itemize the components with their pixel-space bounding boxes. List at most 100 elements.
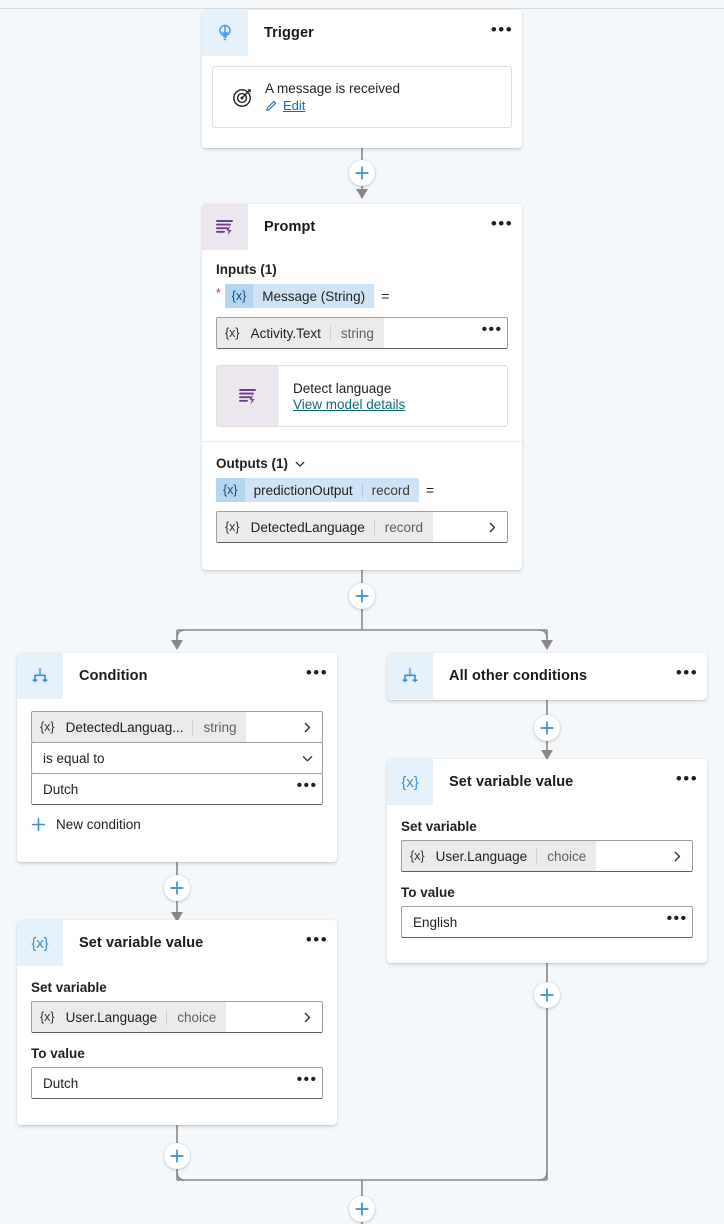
- prompt-output-equals: =: [425, 482, 435, 498]
- variable-braces-icon: {x}: [387, 759, 433, 805]
- add-step-after-all-other-conditions[interactable]: [534, 715, 560, 741]
- prompt-output-pill: {x} predictionOutput record: [216, 478, 419, 502]
- condition-branch-icon: [17, 653, 63, 699]
- set-variable-left-menu-button[interactable]: •••: [305, 930, 329, 949]
- plus-icon: [170, 1149, 184, 1163]
- chevron-right-icon[interactable]: [477, 512, 507, 542]
- variable-braces-icon: {x}: [225, 326, 240, 340]
- add-step-after-prompt[interactable]: [349, 583, 375, 609]
- set-variable-left-header: {x} Set variable value •••: [17, 920, 337, 966]
- set-variable-right-menu-button[interactable]: •••: [675, 769, 699, 788]
- set-variable-right-variable-type: choice: [536, 848, 596, 864]
- add-step-after-set-variable-left[interactable]: [164, 1143, 190, 1169]
- prompt-outputs-label-row[interactable]: Outputs (1): [216, 456, 508, 471]
- node-all-other-conditions[interactable]: All other conditions •••: [387, 653, 707, 700]
- node-trigger[interactable]: Trigger ••• A message is received: [202, 10, 522, 148]
- node-set-variable-left[interactable]: {x} Set variable value ••• Set variable …: [17, 920, 337, 1125]
- condition-operator-select[interactable]: is equal to: [31, 742, 323, 774]
- variable-braces-icon: {x}: [40, 720, 55, 734]
- prompt-divider: [202, 441, 522, 442]
- trigger-menu-button[interactable]: •••: [490, 20, 514, 39]
- trigger-header: Trigger •••: [202, 10, 522, 56]
- plus-icon: [355, 166, 369, 180]
- new-condition-label: New condition: [56, 817, 141, 832]
- prompt-inputs-label: Inputs (1): [216, 262, 277, 277]
- set-variable-left-title: Set variable value: [79, 935, 204, 951]
- set-variable-right-label: Set variable: [401, 819, 477, 834]
- set-variable-left-variable-name: User.Language: [65, 1009, 158, 1025]
- set-variable-left-variable-type: choice: [166, 1009, 226, 1025]
- condition-value: Dutch: [43, 781, 79, 797]
- required-marker: *: [216, 286, 221, 300]
- trigger-event-label: A message is received: [265, 81, 401, 96]
- chevron-down-icon[interactable]: [294, 458, 306, 470]
- node-condition[interactable]: Condition ••• {x} DetectedLanguag... str…: [17, 653, 337, 862]
- all-other-conditions-header: All other conditions •••: [387, 653, 707, 699]
- variable-braces-icon: {x}: [224, 284, 254, 308]
- prompt-menu-button[interactable]: •••: [490, 214, 514, 233]
- plus-icon: [355, 1202, 369, 1216]
- set-variable-right-variable-field[interactable]: {x} User.Language choice: [401, 840, 693, 872]
- add-step-after-trigger[interactable]: [349, 160, 375, 186]
- trigger-bulb-icon: [202, 10, 248, 56]
- set-variable-left-value-field[interactable]: Dutch •••: [31, 1067, 323, 1099]
- variable-braces-icon: {x}: [40, 1010, 55, 1024]
- condition-menu-button[interactable]: •••: [305, 663, 329, 682]
- chevron-right-icon[interactable]: [292, 712, 322, 742]
- set-variable-left-to-value-label: To value: [31, 1046, 85, 1061]
- set-variable-left-value-overflow-button[interactable]: •••: [296, 1071, 318, 1088]
- set-variable-left-variable-chip: {x} User.Language choice: [32, 1002, 227, 1032]
- trigger-edit-link[interactable]: Edit: [283, 98, 306, 113]
- pencil-icon: [266, 100, 277, 111]
- plus-icon: [355, 589, 369, 603]
- prompt-input-value-chip: {x} Activity.Text string: [217, 318, 384, 348]
- set-variable-left-variable-field[interactable]: {x} User.Language choice: [31, 1001, 323, 1033]
- prompt-input-pill: {x} Message (String): [224, 284, 375, 308]
- chevron-right-icon[interactable]: [292, 1002, 322, 1032]
- condition-value-overflow-button[interactable]: •••: [296, 777, 318, 794]
- prompt-input-value-name: Activity.Text: [250, 325, 321, 341]
- prompt-model-details-link[interactable]: View model details: [293, 396, 406, 412]
- prompt-lines-icon: [217, 366, 279, 426]
- prompt-outputs-label: Outputs (1): [216, 456, 288, 471]
- add-step-after-merge[interactable]: [349, 1196, 375, 1222]
- prompt-output-value-field[interactable]: {x} DetectedLanguage record: [216, 511, 508, 543]
- chevron-down-icon[interactable]: [292, 743, 322, 773]
- trigger-title: Trigger: [264, 25, 314, 41]
- prompt-input-name: Message (String): [262, 288, 366, 304]
- condition-operand-field[interactable]: {x} DetectedLanguag... string: [31, 711, 323, 743]
- condition-branch-icon: [387, 653, 433, 699]
- chevron-right-icon[interactable]: [662, 841, 692, 871]
- variable-braces-icon: {x}: [17, 920, 63, 966]
- prompt-output-value-type: record: [373, 519, 433, 535]
- new-condition-button[interactable]: New condition: [31, 817, 323, 832]
- node-prompt[interactable]: Prompt ••• Inputs (1) * {x} Message (Str…: [202, 204, 522, 570]
- set-variable-left-value: Dutch: [43, 1075, 79, 1091]
- prompt-output-type: record: [361, 482, 419, 498]
- set-variable-right-value-overflow-button[interactable]: •••: [666, 910, 688, 927]
- trigger-event-box[interactable]: A message is received Edit: [212, 66, 512, 128]
- variable-braces-icon: {x}: [225, 520, 240, 534]
- plus-icon: [540, 988, 554, 1002]
- prompt-model-box[interactable]: Detect language View model details: [216, 365, 508, 427]
- all-other-conditions-menu-button[interactable]: •••: [675, 663, 699, 682]
- variable-braces-icon: {x}: [216, 478, 245, 502]
- condition-operand-name: DetectedLanguag...: [65, 719, 184, 735]
- add-step-after-set-variable-right[interactable]: [534, 982, 560, 1008]
- prompt-model-name: Detect language: [293, 380, 392, 396]
- set-variable-right-variable-chip: {x} User.Language choice: [402, 841, 597, 871]
- prompt-lines-icon: [202, 204, 248, 250]
- top-divider: [0, 8, 724, 9]
- prompt-input-overflow-button[interactable]: •••: [481, 321, 503, 338]
- set-variable-right-to-value-label: To value: [401, 885, 455, 900]
- prompt-input-value-field[interactable]: {x} Activity.Text string •••: [216, 317, 508, 349]
- node-set-variable-right[interactable]: {x} Set variable value ••• Set variable …: [387, 759, 707, 963]
- variable-braces-icon: {x}: [410, 849, 425, 863]
- set-variable-right-value-field[interactable]: English •••: [401, 906, 693, 938]
- add-step-after-condition[interactable]: [164, 875, 190, 901]
- all-other-conditions-title: All other conditions: [449, 668, 588, 684]
- condition-value-field[interactable]: Dutch •••: [31, 773, 323, 805]
- condition-operand-type: string: [192, 719, 246, 735]
- condition-title: Condition: [79, 668, 148, 684]
